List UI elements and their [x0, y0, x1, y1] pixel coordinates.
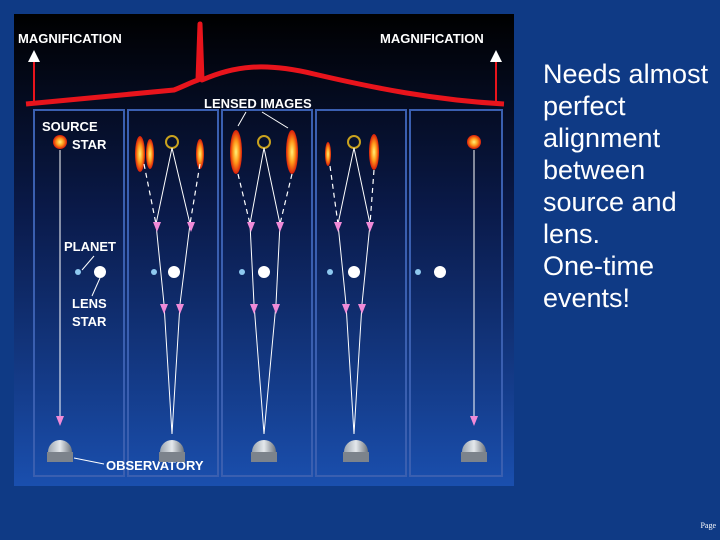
source-star-label-line2: STAR — [72, 137, 107, 152]
source-star — [53, 135, 67, 149]
planet — [151, 269, 157, 275]
lensed-image — [369, 134, 379, 170]
page-label: Page — [700, 521, 716, 530]
lens-star-label-line2: STAR — [72, 314, 107, 329]
microlensing-diagram: MAGNIFICATION MAGNIFICATION LENSED IMAGE… — [14, 14, 514, 486]
lensed-image — [230, 130, 242, 174]
lens-star-label-line1: LENS — [72, 296, 107, 311]
bullet-alignment: Needs almost perfect alignment between s… — [543, 58, 713, 250]
planet-label: PLANET — [64, 239, 116, 254]
lensed-image — [325, 142, 331, 166]
lensed-image — [146, 139, 154, 169]
lensed-image — [135, 136, 145, 172]
lens-star — [258, 266, 270, 278]
bullet-one-time-events: One-time events! — [543, 250, 713, 314]
slide-text: Needs almost perfect alignment between s… — [543, 58, 713, 314]
source-star — [467, 135, 481, 149]
lens-star — [348, 266, 360, 278]
observatory-label: OBSERVATORY — [106, 458, 204, 473]
lensed-images-label: LENSED IMAGES — [204, 96, 312, 111]
planet — [415, 269, 421, 275]
magnification-label-right: MAGNIFICATION — [380, 31, 484, 46]
planet — [327, 269, 333, 275]
lens-star — [94, 266, 106, 278]
lens-star — [434, 266, 446, 278]
planet — [75, 269, 81, 275]
lensed-image — [286, 130, 298, 174]
magnification-label-left: MAGNIFICATION — [18, 31, 122, 46]
source-star-label-line1: SOURCE — [42, 119, 98, 134]
lens-star — [168, 266, 180, 278]
planet — [239, 269, 245, 275]
